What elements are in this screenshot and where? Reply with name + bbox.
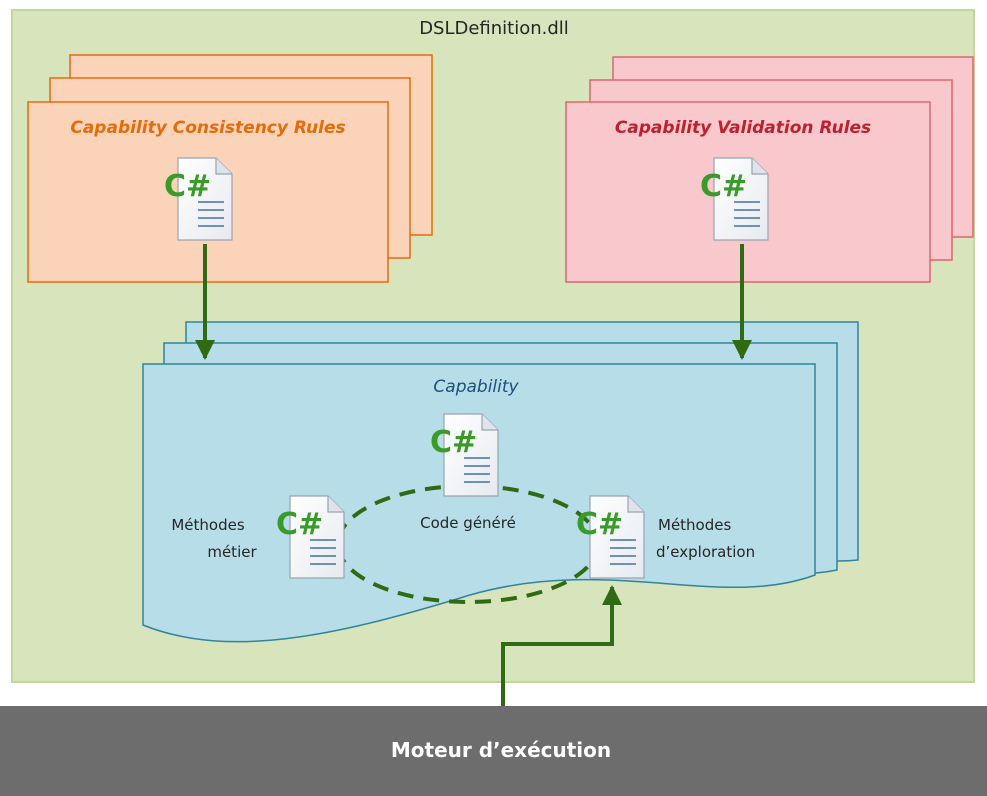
consistency-rules-title: Capability Consistency Rules bbox=[70, 118, 345, 138]
business-methods-label-line2: métier bbox=[207, 543, 257, 561]
validation-rules-stack: Capability Validation Rules bbox=[565, 56, 974, 283]
engine-to-exploration-arrow bbox=[501, 585, 622, 708]
business-methods-label-line1: Méthodes bbox=[171, 516, 244, 534]
validation-csharp-file-icon: C# bbox=[700, 157, 769, 241]
csharp-icon-label: C# bbox=[576, 507, 623, 542]
validation-rules-title: Capability Validation Rules bbox=[615, 118, 871, 138]
csharp-icon-label: C# bbox=[164, 169, 211, 204]
csharp-icon-label: C# bbox=[276, 507, 323, 542]
generated-code-csharp-file-icon: C# bbox=[430, 413, 499, 497]
exploration-methods-csharp-file-icon: C# bbox=[576, 495, 645, 579]
dll-title: DSLDefinition.dll bbox=[419, 18, 569, 39]
generated-code-label: Code généré bbox=[420, 514, 516, 532]
csharp-icon-label: C# bbox=[430, 425, 477, 460]
capability-title: Capability bbox=[433, 377, 519, 397]
execution-engine-label: Moteur d’exécution bbox=[391, 738, 611, 762]
exploration-methods-label-line2: d’exploration bbox=[656, 543, 755, 561]
exploration-methods-label-line1: Méthodes bbox=[658, 516, 731, 534]
consistency-rules-stack: Capability Consistency Rules bbox=[27, 54, 433, 283]
csharp-icon-label: C# bbox=[700, 169, 747, 204]
execution-engine-bar bbox=[0, 706, 987, 796]
business-methods-csharp-file-icon: C# bbox=[276, 495, 345, 579]
consistency-csharp-file-icon: C# bbox=[164, 157, 233, 241]
